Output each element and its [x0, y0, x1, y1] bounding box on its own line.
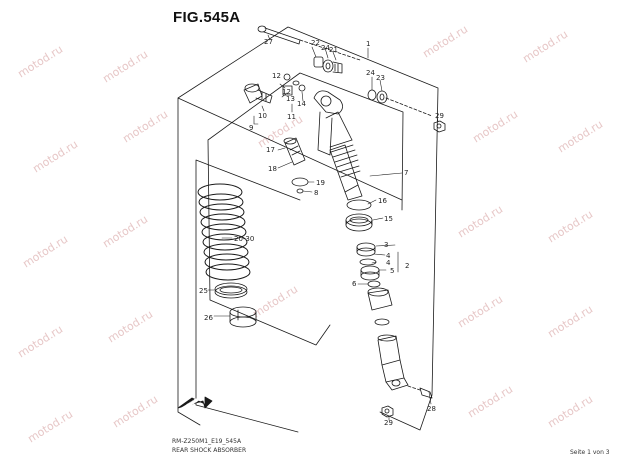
callout-29: 29 — [435, 112, 444, 120]
callout-4b: 4 — [386, 259, 391, 267]
callout-10: 10 — [258, 112, 267, 120]
callout-27: 27 — [264, 38, 273, 46]
upper-bushings — [313, 56, 343, 74]
callout-21: 21 — [329, 46, 338, 54]
callout-17: 17 — [266, 146, 275, 154]
reservoir-cap — [243, 83, 273, 104]
lower-clevis — [377, 334, 433, 399]
callout-12-label: 12 — [282, 88, 291, 96]
o-rings — [291, 177, 309, 194]
spring-seat — [345, 199, 373, 232]
callout-13: 13 — [286, 95, 295, 103]
callout-20-30: 20-30 — [234, 235, 254, 243]
mounting-bolt — [257, 25, 361, 61]
callout-15: 15 — [384, 215, 393, 223]
callout-25: 25 — [199, 287, 208, 295]
lower-bushings-right — [367, 89, 433, 117]
spring-frame — [195, 159, 301, 433]
callout-24: 24 — [321, 44, 330, 52]
callout-16: 16 — [378, 197, 387, 205]
callout-7: 7 — [404, 169, 408, 177]
front-arrow-label: FWD — [186, 397, 200, 409]
callout-3: 3 — [384, 241, 388, 249]
callout-19: 19 — [316, 179, 325, 187]
figure-code: RM-Z250M1_E19_545A — [172, 438, 242, 445]
figure-caption: REAR SHOCK ABSORBER — [172, 447, 247, 454]
adjuster-parts — [282, 73, 306, 96]
outer-assembly-frame — [177, 26, 439, 431]
callout-2: 2 — [405, 262, 409, 270]
callout-22: 22 — [311, 39, 320, 47]
callout-12: 12 — [272, 72, 281, 80]
callout-4: 4 — [386, 252, 391, 260]
spring-stopper — [229, 306, 257, 328]
front-arrow-icon — [177, 395, 213, 412]
callout-6: 6 — [352, 280, 357, 288]
coil-spring — [197, 183, 251, 281]
callout-9: 9 — [249, 124, 253, 132]
callout-26: 26 — [204, 314, 213, 322]
lock-nut-top — [433, 120, 446, 133]
callout-29b: 29 — [384, 419, 393, 427]
spring-seat-ring — [214, 282, 248, 299]
callout-14: 14 — [297, 100, 306, 108]
bump-stop — [367, 287, 393, 326]
figure-title: FIG.545A — [173, 9, 241, 26]
reservoir-bladder — [283, 137, 306, 166]
callout-8: 8 — [314, 189, 318, 197]
inner-shock-frame — [207, 72, 404, 346]
leader-lines — [207, 34, 439, 421]
callout-23: 23 — [376, 74, 385, 82]
damper-body — [313, 90, 363, 201]
collars — [356, 242, 381, 288]
callout-24b: 24 — [366, 69, 375, 77]
page-indicator: Seite 1 von 3 — [570, 449, 610, 456]
callout-1: 1 — [366, 40, 370, 48]
callout-5: 5 — [390, 267, 394, 275]
callout-11: 11 — [287, 113, 296, 121]
callout-28: 28 — [427, 405, 436, 413]
callout-18: 18 — [268, 165, 277, 173]
lock-nut-bottom — [381, 405, 394, 418]
callouts: 27 1 22 24 21 24 23 29 12 12 13 14 11 10… — [186, 38, 444, 427]
